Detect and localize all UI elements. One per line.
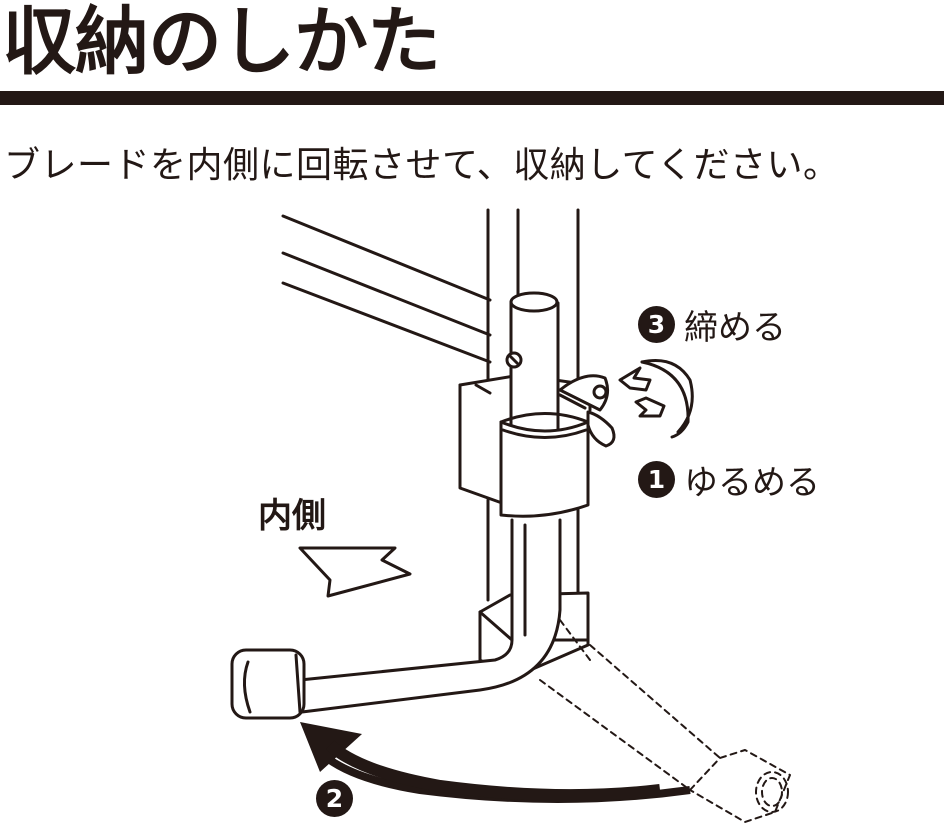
frame-bar xyxy=(281,214,492,364)
rotate-indicator xyxy=(618,359,694,439)
vertical-post xyxy=(486,208,580,382)
step-3-label: 3 締める xyxy=(638,300,786,349)
step-3-badge: 3 xyxy=(638,306,675,343)
lower-post xyxy=(486,498,580,602)
step-1-label: 1 ゆるめる xyxy=(638,455,820,504)
step-1-text: ゆるめる xyxy=(684,463,820,503)
instruction-text: ブレードを内側に回転させて、収納してください。 xyxy=(4,145,840,186)
step-2-badge: 2 xyxy=(316,780,353,817)
blade-original-ghost xyxy=(539,619,791,823)
inside-label: 内側 xyxy=(258,496,326,536)
wing-bolt xyxy=(558,374,616,448)
inside-direction-arrow xyxy=(298,546,412,598)
step-1-badge: 1 xyxy=(638,461,675,498)
clamp-sleeve xyxy=(499,412,590,518)
step-2-label: 2 xyxy=(316,780,362,817)
title-underline xyxy=(0,91,944,105)
blade-stored xyxy=(230,518,562,720)
step-3-text: 締める xyxy=(684,308,786,348)
page-title: 収納のしかた xyxy=(2,0,441,85)
